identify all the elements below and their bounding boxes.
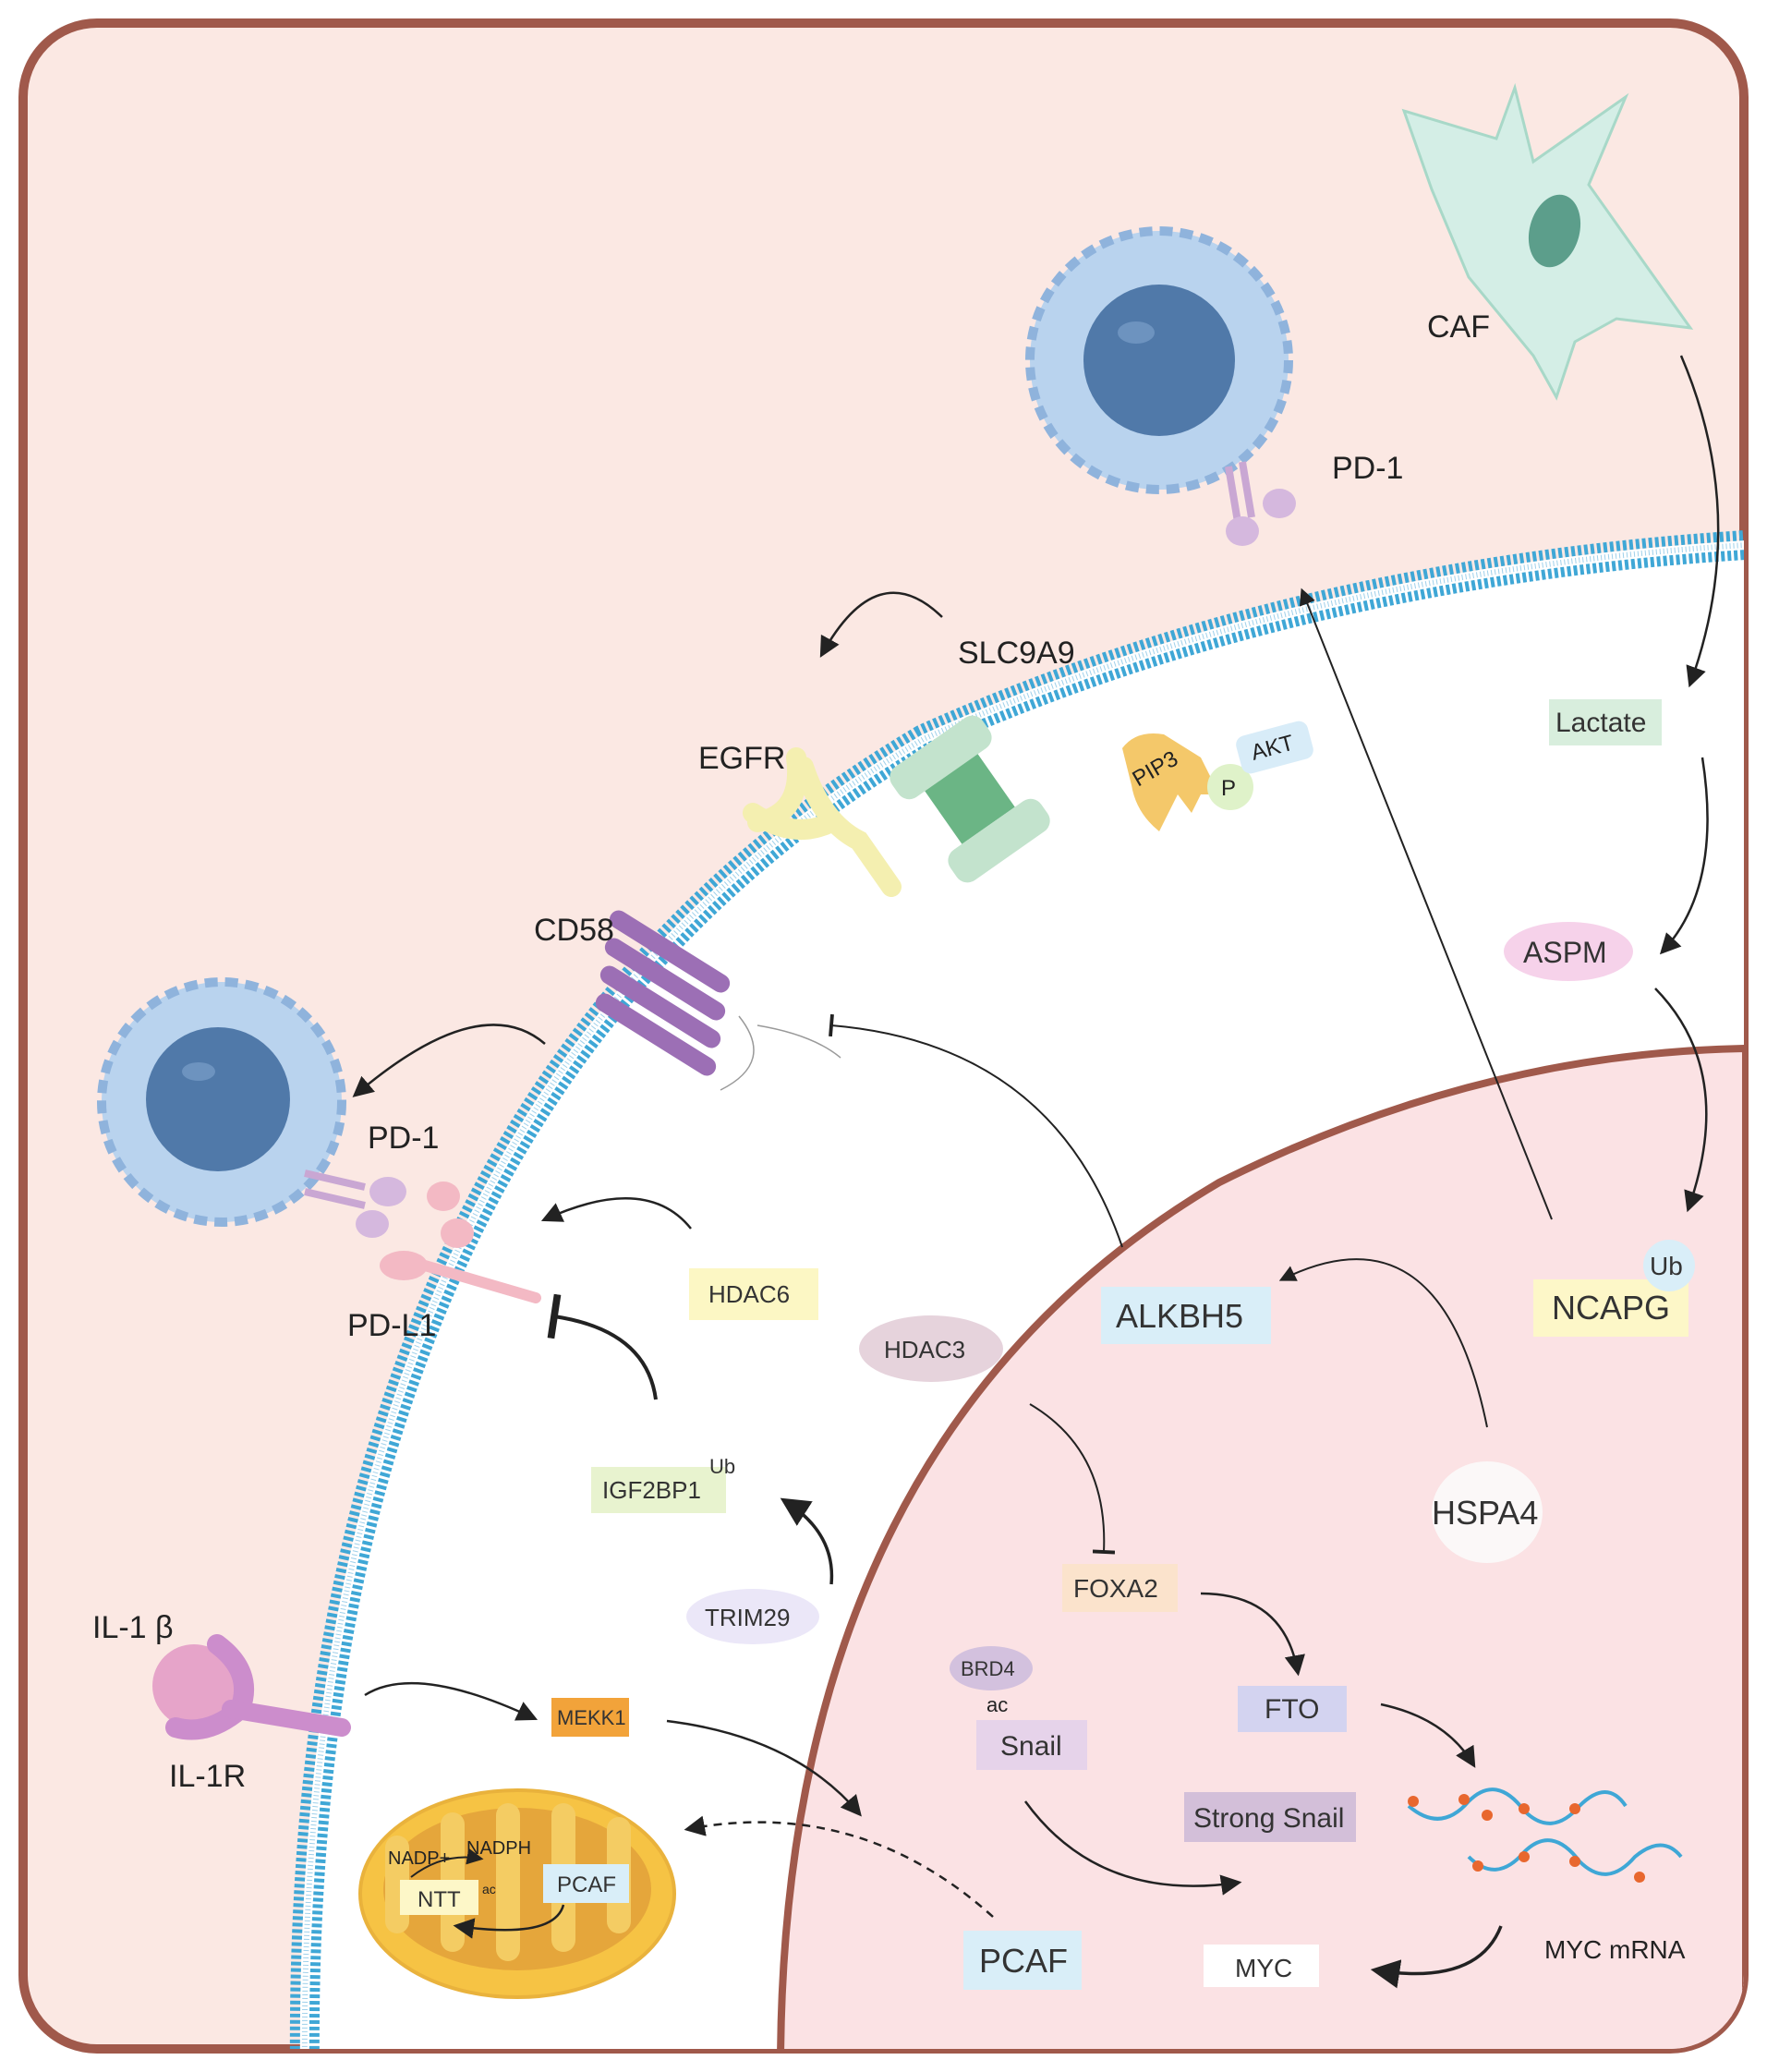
ac-mito-label: ac — [482, 1882, 496, 1896]
pd1-receptor-left — [304, 1169, 406, 1238]
p-label: P — [1221, 776, 1236, 801]
arrow-pcaf-mitochondrion — [684, 1815, 994, 1918]
inhibit-alkbh5-cd58 — [829, 1013, 1123, 1248]
snail-label: Snail — [1000, 1731, 1062, 1762]
brd4-oval: BRD4 — [950, 1646, 1033, 1690]
lactate-box: Lactate — [1549, 699, 1662, 745]
arrow-hdac6-pdl1 — [540, 1197, 692, 1230]
pd1-left-label: PD-1 — [368, 1121, 439, 1156]
myc-label: MYC — [1235, 1954, 1292, 1982]
pd1-top-label: PD-1 — [1332, 451, 1403, 486]
trim29-label: TRIM29 — [705, 1604, 790, 1631]
strong-snail-label: Strong Snail — [1193, 1803, 1344, 1834]
egfr-label: EGFR — [698, 741, 785, 776]
il1b-label: IL-1 β — [92, 1610, 174, 1645]
nadp-label: NADP+ — [388, 1848, 450, 1869]
ub-igf2bp1-label: Ub — [709, 1455, 735, 1478]
alkbh5-box: ALKBH5 — [1101, 1287, 1271, 1344]
t-cell-left — [97, 977, 346, 1227]
arrow-fto-mycmrna — [1380, 1702, 1476, 1768]
cd58-protein — [595, 910, 841, 1091]
mitochondrion — [358, 1788, 676, 1999]
hdac6-box: HDAC6 — [689, 1268, 818, 1320]
arrow-mycmrna-myc — [1370, 1925, 1503, 1989]
mekk1-label: MEKK1 — [557, 1706, 626, 1729]
hdac6-label: HDAC6 — [708, 1280, 790, 1308]
egfr-receptor — [743, 747, 902, 897]
t-cell-top — [1025, 226, 1293, 494]
caf-label: CAF — [1427, 309, 1490, 345]
myc-box: MYC — [1204, 1945, 1319, 1987]
il1r-label: IL-1R — [169, 1759, 246, 1794]
inhibit-hdac3-foxa2 — [1029, 1403, 1116, 1555]
pdl1-protein — [380, 1181, 541, 1303]
nadph-label: NADPH — [466, 1838, 531, 1859]
myc-mrna-label: MYC mRNA — [1544, 1935, 1686, 1964]
arrow-aspm-ncapg — [1654, 988, 1708, 1213]
arrow-snail-strong-snail — [1023, 1800, 1242, 1896]
arrow-ncapg-pd1 — [1299, 588, 1553, 1220]
slc9a9-label: SLC9A9 — [958, 636, 1075, 671]
arrow-trim29-igf2bp1 — [780, 1497, 834, 1585]
fto-label: FTO — [1265, 1694, 1319, 1725]
ub-ncapg-label: Ub — [1650, 1252, 1683, 1280]
alkbh5-label: ALKBH5 — [1116, 1297, 1243, 1335]
hspa4-label: HSPA4 — [1432, 1494, 1538, 1532]
arrow-il1r-mekk1 — [364, 1681, 539, 1721]
myc-mrna-strands — [1407, 1787, 1683, 1883]
pcaf-nucleus-label: PCAF — [979, 1942, 1068, 1980]
igf2bp1-label: IGF2BP1 — [602, 1476, 701, 1504]
cd58-label: CD58 — [534, 913, 614, 948]
pcaf-nucleus-box: PCAF — [963, 1931, 1082, 1990]
foxa2-box: FOXA2 — [1062, 1564, 1178, 1612]
pip3-complex — [1122, 721, 1313, 831]
pcaf-mito-label: PCAF — [557, 1872, 616, 1897]
aspm-oval: ASPM — [1504, 922, 1633, 981]
hdac3-oval: HDAC3 — [859, 1315, 1003, 1382]
igf2bp1-box: IGF2BP1 Ub — [591, 1455, 735, 1513]
trim29-oval: TRIM29 — [686, 1589, 819, 1644]
ntt-box: NTT — [400, 1880, 478, 1915]
pd1-receptor-top — [1225, 461, 1296, 546]
arrow-nadp-nadph — [410, 1848, 484, 1878]
fto-box: FTO — [1238, 1686, 1347, 1732]
pcaf-mito-box: PCAF — [543, 1864, 629, 1903]
arrow-mekk1-nucleus — [666, 1719, 862, 1817]
arrow-cd58-tcell — [352, 1024, 546, 1097]
ncapg-label: NCAPG — [1552, 1289, 1670, 1327]
mekk1-box: MEKK1 — [551, 1698, 629, 1737]
pdl1-label: PD-L1 — [347, 1308, 436, 1343]
arrow-hspa4-alkbh5 — [1278, 1258, 1488, 1428]
ac-snail-label: ac — [986, 1693, 1008, 1716]
hspa4-oval: HSPA4 — [1432, 1461, 1543, 1563]
il1b-il1r-complex — [152, 1634, 351, 1740]
inhibit-igf2bp1-pdl1 — [547, 1293, 658, 1400]
slc9a9-channel — [890, 715, 1050, 883]
ncapg-box: NCAPG Ub — [1533, 1240, 1695, 1337]
brd4-label: BRD4 — [961, 1657, 1015, 1680]
hdac3-label: HDAC3 — [884, 1336, 965, 1363]
lactate-label: Lactate — [1555, 708, 1646, 738]
arrow-pcaf-ntt — [453, 1904, 565, 1939]
nucleus — [776, 1044, 1744, 2049]
aspm-label: ASPM — [1523, 936, 1607, 969]
arrow-foxa2-fto — [1200, 1592, 1305, 1677]
strong-snail-box: Strong Snail — [1184, 1792, 1356, 1842]
arrow-lactate-aspm — [1659, 757, 1709, 955]
foxa2-label: FOXA2 — [1073, 1574, 1158, 1603]
caf-cell — [1401, 82, 1694, 401]
arrow-caf-lactate — [1679, 355, 1720, 688]
arrow-slc9a9-egfr — [819, 591, 943, 658]
ntt-label: NTT — [418, 1887, 461, 1912]
snail-box: Snail — [976, 1720, 1087, 1770]
